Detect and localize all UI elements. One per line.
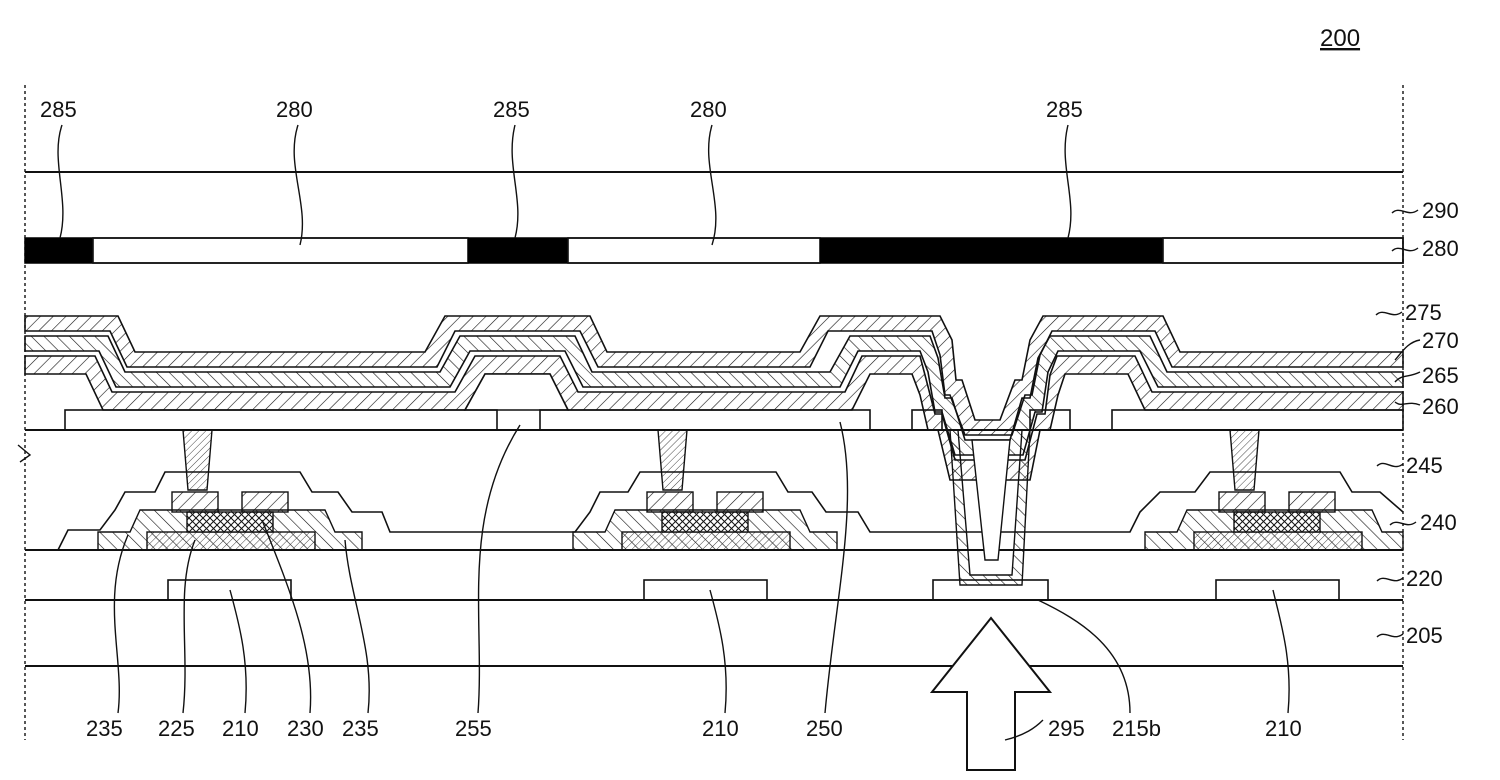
via-2 xyxy=(658,430,687,490)
label-270: 270 xyxy=(1422,328,1459,353)
label-260: 260 xyxy=(1422,394,1459,419)
label-280-side: 280 xyxy=(1422,236,1459,261)
light-arrow-295 xyxy=(932,618,1050,770)
label-265: 265 xyxy=(1422,363,1459,388)
color-filter-3 xyxy=(1163,238,1403,263)
label-280-left: 280 xyxy=(276,97,313,122)
color-filter-2 xyxy=(568,238,820,263)
label-210-c: 210 xyxy=(1265,716,1302,741)
label-285-right: 285 xyxy=(1046,97,1083,122)
label-250: 250 xyxy=(806,716,843,741)
label-290: 290 xyxy=(1422,198,1459,223)
label-220: 220 xyxy=(1406,566,1443,591)
label-215b: 215b xyxy=(1112,716,1161,741)
label-275: 275 xyxy=(1405,300,1442,325)
gate-electrode-1 xyxy=(168,580,291,600)
via-1 xyxy=(183,430,212,490)
via-3 xyxy=(1230,430,1259,490)
label-210-a: 210 xyxy=(222,716,259,741)
color-filter-1 xyxy=(93,238,468,263)
label-225: 225 xyxy=(158,716,195,741)
tft-1 xyxy=(98,492,362,550)
color-filter-layer xyxy=(25,238,1403,263)
label-235-b: 235 xyxy=(342,716,379,741)
leader-280-b xyxy=(709,125,716,245)
pixel-electrode-2 xyxy=(540,410,870,430)
pixel-electrode-5 xyxy=(1112,410,1403,430)
figure-number: 200 xyxy=(1320,25,1360,52)
label-240: 240 xyxy=(1420,510,1457,535)
label-280-mid: 280 xyxy=(690,97,727,122)
leader-285-b xyxy=(512,125,518,238)
leader-285-c xyxy=(1065,125,1071,238)
tft-3 xyxy=(1145,492,1403,550)
label-205: 205 xyxy=(1406,623,1443,648)
label-210-b: 210 xyxy=(702,716,739,741)
label-230: 230 xyxy=(287,716,324,741)
black-matrix-2 xyxy=(468,238,568,263)
gate-electrode-2 xyxy=(644,580,767,600)
leader-285-a xyxy=(58,125,63,238)
label-285-left: 285 xyxy=(40,97,77,122)
black-matrix-3 xyxy=(820,238,1163,263)
trench-core xyxy=(972,440,1010,560)
label-295: 295 xyxy=(1048,716,1085,741)
label-285-mid: 285 xyxy=(493,97,530,122)
black-matrix-1 xyxy=(25,238,93,263)
tft-2 xyxy=(573,492,837,550)
gate-electrode-3 xyxy=(1216,580,1339,600)
left-break-mark xyxy=(18,445,30,462)
label-235-a: 235 xyxy=(86,716,123,741)
pixel-electrode-1 xyxy=(65,410,497,430)
label-245: 245 xyxy=(1406,453,1443,478)
leader-280-a xyxy=(294,125,302,245)
label-255: 255 xyxy=(455,716,492,741)
